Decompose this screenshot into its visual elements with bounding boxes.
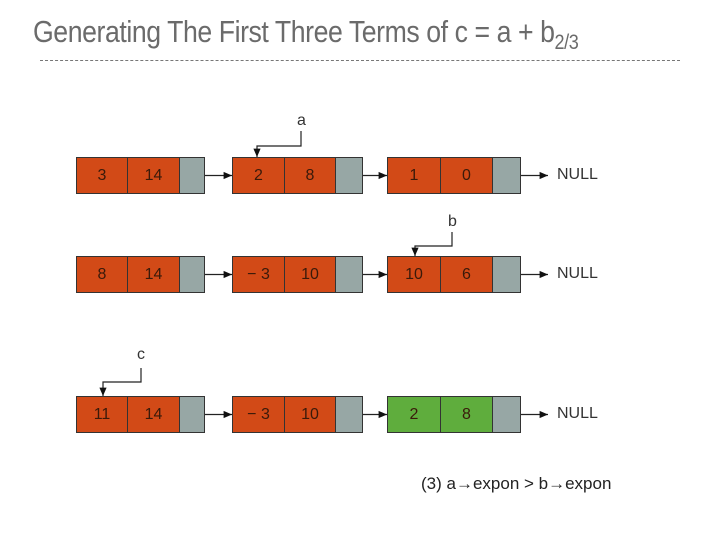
null-label: NULL [557,404,598,422]
node-expon-field: 14 [127,396,180,433]
node-coef-field: − 3 [232,396,285,433]
node-coef-field: 2 [232,157,285,194]
node-link-field [335,256,363,293]
node-coef-field: 11 [76,396,128,433]
node-link-field [492,256,521,293]
pointer-arrow-b [411,232,453,256]
caption: (3) a→expon > b→expon [421,474,612,493]
node-expon-field: 14 [127,157,180,194]
pointer-label-a: a [297,112,306,129]
null-label: NULL [557,165,598,183]
pointer-label-c: c [137,346,145,363]
slide-title: Generating The First Three Terms of c = … [33,14,579,55]
node-link-field [492,157,521,194]
node-coef-field: 1 [387,157,441,194]
pointer-label-b: b [448,213,457,230]
title-subscript: 2/3 [554,31,579,55]
node-link-field [179,396,205,433]
title-divider [40,60,680,61]
pointer-arrow-c [99,368,142,396]
node-coef-field: 10 [387,256,441,293]
null-label: NULL [557,264,598,282]
node-link-field [492,396,521,433]
node-link-field [335,396,363,433]
node-coef-field: 8 [76,256,128,293]
node-expon-field: 8 [284,157,336,194]
node-link-field [335,157,363,194]
node-expon-field: 10 [284,396,336,433]
title-text: Generating The First Three Terms of c = … [33,14,555,49]
node-expon-field: 8 [440,396,493,433]
node-expon-field: 14 [127,256,180,293]
node-expon-field: 0 [440,157,493,194]
node-coef-field: − 3 [232,256,285,293]
node-expon-field: 6 [440,256,493,293]
node-coef-field: 2 [387,396,441,433]
pointer-arrow-a [253,131,302,157]
node-link-field [179,256,205,293]
node-expon-field: 10 [284,256,336,293]
node-coef-field: 3 [76,157,128,194]
node-link-field [179,157,205,194]
